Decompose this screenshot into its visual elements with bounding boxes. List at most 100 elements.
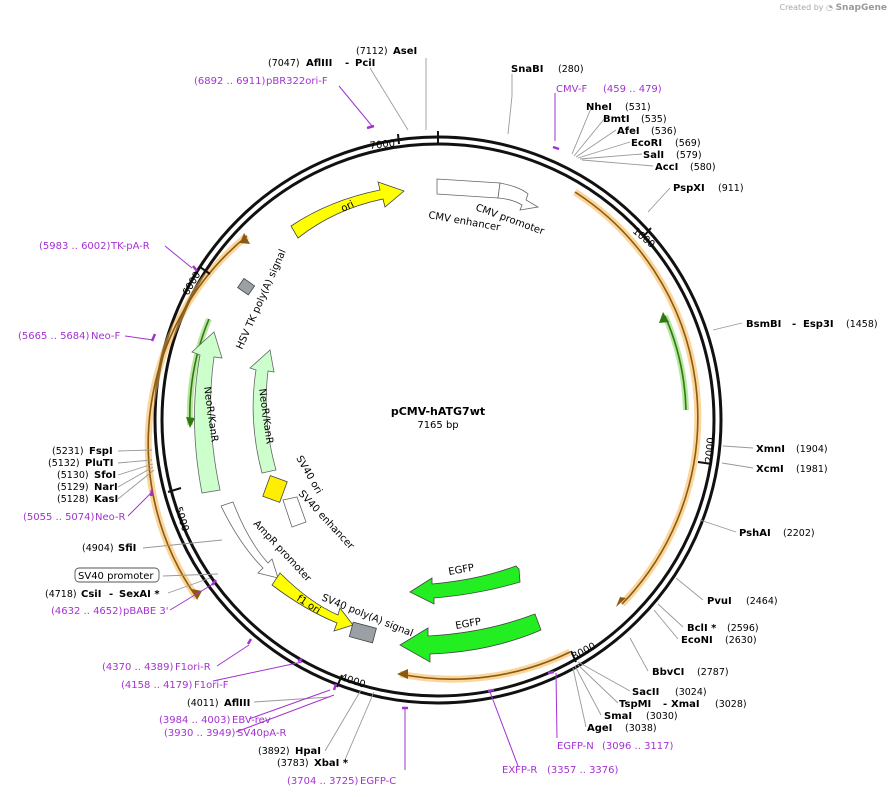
enzyme-tspmi: TspMI: [619, 699, 651, 710]
primer-exfp-r: EXFP-R: [502, 765, 537, 776]
enzyme-bbvci: BbvCI: [652, 667, 684, 678]
sv40-promoter-label: SV40 promoter: [78, 571, 154, 582]
enzyme-pos-xbai: (3783): [277, 758, 309, 769]
feature-label-ori: ori: [339, 199, 356, 215]
tick-label-7000: 7000: [369, 138, 395, 152]
feature-label-egfp-lower: EGFP: [455, 617, 482, 632]
primer-pbabe-3: pBABE 3': [123, 606, 169, 617]
feature-f1-ori: [271, 572, 354, 632]
credit-prefix: Created by: [779, 3, 824, 12]
primer-range-tk-pa-r: (5983 .. 6002): [39, 241, 111, 252]
primer-range-f1ori-f: (4158 .. 4179): [121, 680, 193, 691]
enzyme-sexai: SexAI *: [119, 589, 160, 600]
enzyme-econi: EcoNI: [681, 635, 713, 646]
plasmid-title: pCMV-hATG7wt 7165 bp: [391, 405, 485, 431]
enzyme-xcmi: XcmI: [756, 464, 784, 475]
primer-egfp-c: EGFP-C: [360, 776, 396, 787]
enzyme-pos-kasi: (5128): [57, 494, 89, 505]
feature-ampr-promoter: [220, 501, 279, 579]
primer-range-pbr322ori-f: (6892 .. 6911): [194, 76, 266, 87]
feature-sv40-polya: [348, 621, 377, 644]
primer-f1ori-f: F1ori-F: [194, 680, 229, 691]
enzyme-pos-sali: (579): [676, 150, 702, 161]
enzyme-labels: (7112) AseI (7047) AflIII - PciI SnaBI (…: [45, 46, 878, 769]
enzyme-pos-smai: (3030): [646, 711, 678, 722]
enzyme-pos-afliii-bottom: (4011): [187, 698, 219, 709]
feature-label-hsv-tk-polya: HSV TK poly(A) signal: [235, 248, 289, 351]
feature-ori: [290, 181, 405, 239]
feature-neor-kanr-inner: [249, 349, 277, 474]
primer-range-neo-f: (5665 .. 5684): [18, 331, 90, 342]
green-arc-left-line: [189, 318, 210, 426]
enzyme-pos-tspmi: (3028): [715, 699, 747, 710]
enzyme-sep-esp3i: -: [792, 319, 796, 330]
enzyme-pos-nhei: (531): [625, 102, 651, 113]
enzyme-bsmbi: BsmBI: [746, 319, 781, 330]
enzyme-pos-sacii: (3024): [675, 687, 707, 698]
feature-egfp-lower: [399, 613, 542, 663]
enzyme-kasi: KasI: [94, 494, 118, 505]
enzyme-snabi: SnaBI: [511, 64, 543, 75]
orf-arc-right-line: [574, 191, 699, 605]
primer-cmv-f: CMV-F: [556, 84, 587, 95]
feature-sv40-ori: [262, 475, 288, 503]
feature-egfp-upper: [409, 565, 521, 605]
enzyme-pos-bmti: (535): [641, 114, 667, 125]
enzyme-pos-afei: (536): [651, 126, 677, 137]
enzyme-pos-sfii: (4904): [82, 543, 114, 554]
primer-range-f1ori-r: (4370 .. 4389): [102, 662, 174, 673]
snapgene-logo-icon: ◔: [826, 3, 834, 12]
features: [191, 178, 542, 663]
primer-range-pbabe-3: (4632 .. 4652): [51, 606, 123, 617]
tick-label-5000: 5000: [172, 506, 190, 534]
enzyme-acci: AccI: [655, 162, 678, 173]
enzyme-pos-csii: (4718): [45, 589, 77, 600]
enzyme-sep-pcii: -: [345, 58, 349, 69]
enzyme-pos-pshai: (2202): [783, 528, 815, 539]
enzyme-sep-xmai: -: [663, 699, 667, 710]
feature-hsv-tk-polya: [237, 277, 256, 296]
enzyme-sfoi: SfoI: [94, 470, 116, 481]
orf-arrowheads: [186, 233, 669, 679]
enzyme-afliii-bottom: AflIII: [224, 698, 250, 709]
enzyme-asei: AseI: [393, 46, 417, 57]
enzyme-pos-pvui: (2464): [746, 596, 778, 607]
enzyme-pos-hpai: (3892): [258, 746, 290, 757]
enzyme-pos-pspxi: (911): [718, 183, 744, 194]
enzyme-pos-bsmbi: (1458): [846, 319, 878, 330]
enzyme-sali: SalI: [643, 150, 664, 161]
enzyme-esp3i: Esp3I: [803, 319, 834, 330]
primer-labels: (6892 .. 6911) pBR322ori-F CMV-F (459 ..…: [18, 76, 674, 787]
enzyme-bcli: BclI *: [687, 623, 717, 634]
enzyme-bmti: BmtI: [603, 114, 630, 125]
feature-sv40-enhancer: [282, 496, 307, 528]
enzyme-pos-sfoi: (5130): [57, 470, 89, 481]
enzyme-agei: AgeI: [587, 723, 612, 734]
enzyme-pos-asei: (7112): [356, 46, 388, 57]
primer-ebv-rev: EBV-rev: [232, 715, 271, 726]
enzyme-pos-bbvci: (2787): [697, 667, 729, 678]
feature-cmv-promoter: [497, 182, 540, 211]
primer-tk-pa-r: TK-pA-R: [110, 241, 150, 252]
enzyme-nhei: NheI: [586, 102, 612, 113]
orf-arc-left-line: [147, 235, 248, 599]
primer-marks: [149, 124, 560, 710]
snapgene-credit: Created by ◔ SnapGene: [779, 3, 887, 13]
enzyme-pos-econi: (2630): [725, 635, 757, 646]
enzyme-pos-nari: (5129): [57, 482, 89, 493]
enzyme-pos-fspi: (5231): [52, 446, 84, 457]
primer-range-egfp-n: (3096 .. 3117): [602, 741, 674, 752]
enzyme-csii: CsiI: [81, 589, 101, 600]
enzyme-sep-sexai: -: [109, 589, 113, 600]
enzyme-xmni: XmnI: [756, 444, 785, 455]
enzyme-pos-xmni: (1904): [796, 444, 828, 455]
orf-arc-right: [573, 189, 702, 607]
credit-brand: SnapGene: [835, 3, 887, 13]
enzyme-smai: SmaI: [604, 711, 632, 722]
feature-label-sv40-ori: SV40 ori: [293, 454, 324, 496]
primer-range-cmv-f: (459 .. 479): [603, 84, 662, 95]
enzyme-sfii: SfiI: [118, 543, 136, 554]
feature-label-egfp-upper: EGFP: [448, 563, 475, 578]
feature-label-f1-ori: f1 ori: [294, 593, 322, 616]
